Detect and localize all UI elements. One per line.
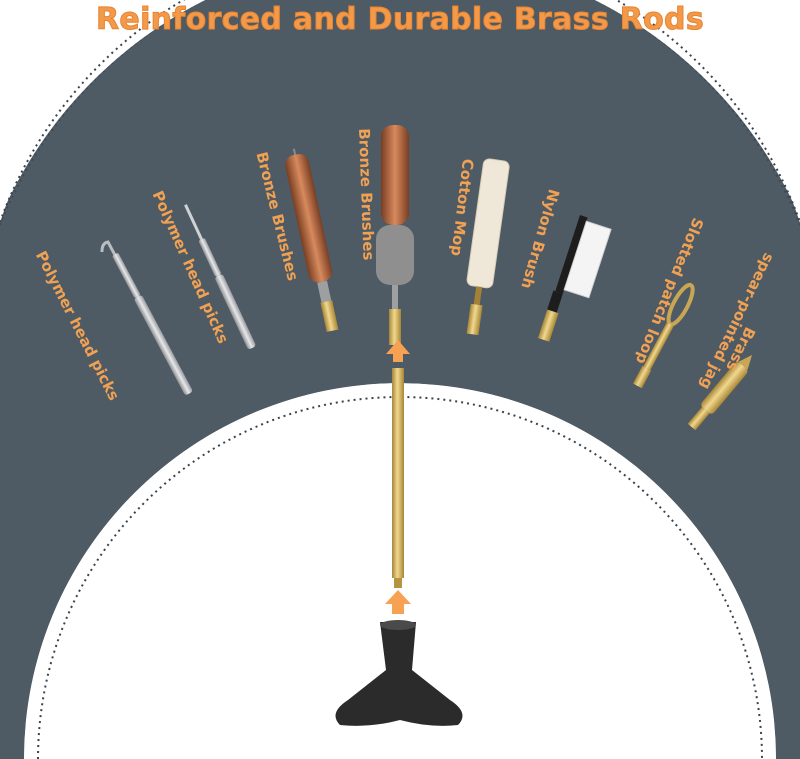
cotton-mop-icon [466,158,510,336]
outer-white-cap [0,0,800,218]
outer-dotted-line [0,0,800,223]
angled-pick-icon [100,240,193,395]
straight-pick-icon [184,204,256,349]
nylon-brush-icon [537,215,612,342]
up-arrow-icon [386,340,410,362]
bronze-brush-small-icon [285,148,339,332]
t-handle-icon [335,620,463,726]
brass-rod [392,368,404,588]
patch-loop-icon [633,282,695,389]
bronze-brush-large-icon [376,125,414,345]
page-title: Reinforced and Durable Brass Rods [96,2,705,38]
up-arrow-icon [385,590,411,614]
brass-jag-icon [687,355,752,431]
